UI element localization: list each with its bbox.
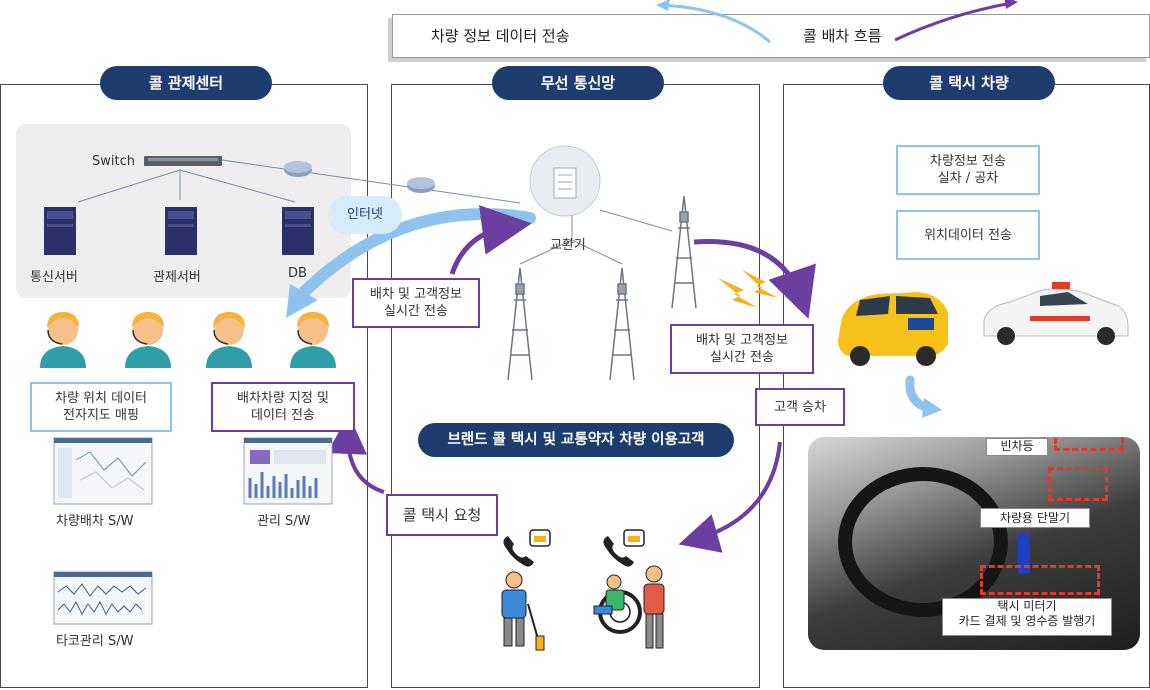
legend-call-arrow [894, 1, 1013, 42]
manage-sw-label: 관리 S/W [257, 514, 311, 529]
call-arrow-up [449, 205, 532, 275]
call-agent-icon-2 [125, 312, 171, 368]
call-agent-icon-4 [290, 312, 336, 368]
cell-tower-icon-3 [671, 195, 697, 309]
cell-tower-icon-2 [609, 267, 635, 381]
phone-call-icon-2 [603, 529, 645, 567]
legend-data-flow-label: 차량 정보 데이터 전송 [431, 27, 570, 45]
boarding-box: 고객 승차 [755, 388, 845, 426]
control-server-icon [165, 207, 197, 255]
control-center-title: 콜 관제센터 [100, 66, 272, 100]
data-flow-arrow-head [286, 284, 318, 318]
legend-data-arrow [659, 3, 771, 44]
legend-call-flow-label: 콜 배차 흐름 [803, 27, 882, 45]
phone-call-icon [503, 529, 551, 567]
terminal-connector [1018, 533, 1030, 573]
exchange-label: 교환기 [550, 238, 586, 253]
taco-sw-label: 타코관리 S/W [56, 634, 134, 649]
internet-cloud: 인터넷 [328, 196, 402, 234]
control-server-label: 관제서버 [153, 270, 201, 285]
vehicle-location-box: 차량 위치 데이터 전자지도 매핑 [30, 382, 172, 432]
wireless-title: 무선 통신망 [492, 66, 664, 100]
legend-data-arrow-head [656, 0, 670, 11]
manage-sw-screenshot [243, 437, 333, 505]
router-icon [284, 161, 312, 177]
white-taxi-icon [983, 282, 1129, 345]
db-label: DB [288, 266, 307, 281]
call-arrow-request [327, 414, 385, 494]
call-agent-icon [40, 312, 86, 368]
terminal-label: 차량용 단말기 [980, 508, 1090, 528]
dispatch-realtime-box-right: 배차 및 고객정보 실시간 전송 [670, 324, 814, 374]
vacancy-light-highlight [1054, 437, 1124, 451]
legend-call-arrow-head [1004, 0, 1018, 9]
vehicle-title: 콜 택시 차량 [883, 66, 1055, 100]
call-arrow-to-customer [678, 441, 782, 553]
comm-server-icon [44, 207, 76, 255]
terminal-highlight [1048, 467, 1108, 501]
signal-lightning-icon [718, 270, 778, 308]
location-data-box: 위치데이터 전송 [896, 210, 1040, 260]
dispatch-sw-screenshot [53, 437, 153, 505]
vehicle-info-box: 차량정보 전송 실차 / 공차 [896, 145, 1040, 195]
meter-highlight [980, 565, 1100, 595]
switch-icon [144, 156, 222, 166]
dispatch-assign-box: 배차차량 지정 및 데이터 전송 [211, 382, 355, 432]
meter-label: 택시 미터기 카드 결제 및 영수증 발행기 [942, 598, 1112, 636]
call-request-box: 콜 택시 요청 [386, 494, 498, 536]
brand-customer-pill: 브랜드 콜 택시 및 교통약자 차량 이용고객 [418, 423, 734, 457]
vacancy-light-label: 빈차등 [986, 438, 1048, 456]
dispatch-sw-label: 차량배차 S/W [56, 514, 134, 529]
legend-box: 차량 정보 데이터 전송 콜 배차 흐름 [392, 14, 1150, 58]
exchange-icon [529, 145, 601, 217]
blind-person-icon [501, 571, 545, 651]
yellow-taxi-icon [838, 292, 948, 366]
dispatch-realtime-box-left: 배차 및 고객정보 실시간 전송 [352, 278, 480, 328]
call-agent-icon-3 [206, 312, 252, 368]
taco-sw-screenshot [53, 571, 153, 625]
call-arrow-to-vehicle [693, 238, 816, 319]
cell-tower-icon [507, 267, 533, 381]
comm-server-label: 통신서버 [30, 270, 78, 285]
switch-label: Switch [92, 154, 135, 169]
network-lines [77, 159, 673, 265]
router-icon-2 [407, 177, 435, 193]
db-server-icon [282, 207, 314, 255]
wheelchair-person-icon [593, 565, 665, 649]
down-arrow-head [922, 398, 942, 418]
